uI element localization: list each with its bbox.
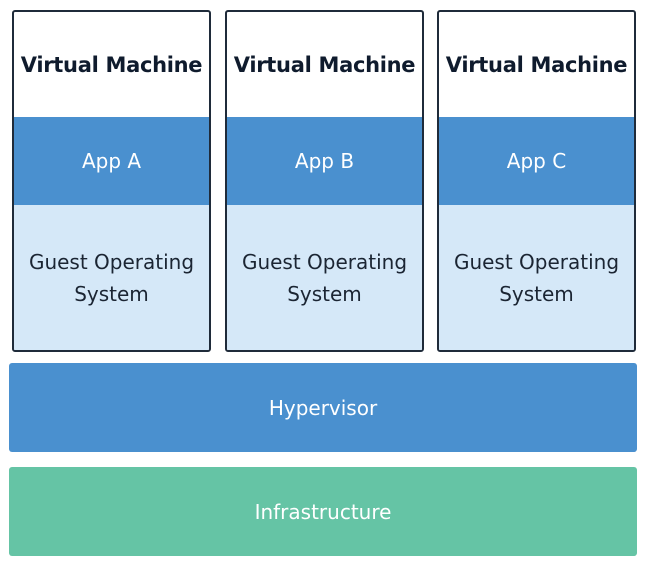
vm-title: Virtual Machine — [233, 52, 416, 77]
vm-title: Virtual Machine — [20, 52, 203, 77]
hypervisor-layer: Hypervisor — [9, 363, 637, 452]
virtual-machine-a: Virtual Machine App A Guest Operating Sy… — [12, 10, 211, 352]
app-layer: App C — [439, 117, 634, 205]
guest-os-layer: Guest Operating System — [14, 205, 209, 350]
vm-title: Virtual Machine — [445, 52, 628, 77]
guest-os-layer: Guest Operating System — [227, 205, 422, 350]
app-layer: App A — [14, 117, 209, 205]
virtual-machine-b: Virtual Machine App B Guest Operating Sy… — [225, 10, 424, 352]
virtual-machine-c: Virtual Machine App C Guest Operating Sy… — [437, 10, 636, 352]
app-layer: App B — [227, 117, 422, 205]
guest-os-layer: Guest Operating System — [439, 205, 634, 350]
infrastructure-layer: Infrastructure — [9, 467, 637, 556]
